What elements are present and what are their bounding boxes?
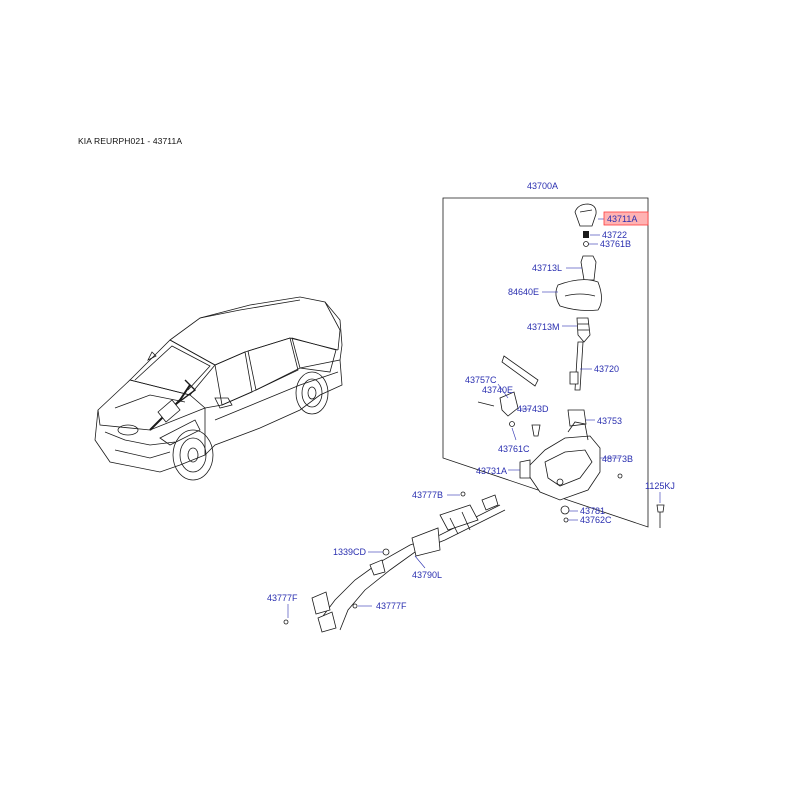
bolt xyxy=(531,424,541,437)
label-clip-b: 48773B xyxy=(602,454,633,464)
label-assembly: 43700A xyxy=(527,181,558,191)
label-cable: 43790L xyxy=(412,570,442,580)
label-bracket-e: 43740E xyxy=(482,385,513,395)
label-nut-781: 43781 xyxy=(580,506,605,516)
label-pin-c: 43761C xyxy=(498,444,530,454)
shift-boot-cover xyxy=(555,279,602,311)
label-lever: 43720 xyxy=(594,364,619,374)
label-bolt-j: 1125KJ xyxy=(645,481,675,491)
nut xyxy=(560,505,570,523)
highlight-box xyxy=(603,211,649,226)
cable-assembly xyxy=(283,491,506,633)
label-cover: 84640E xyxy=(508,287,539,297)
shift-lever xyxy=(569,341,584,391)
pin xyxy=(583,241,589,247)
bushing xyxy=(567,409,587,427)
shift-knob xyxy=(574,203,597,227)
spring xyxy=(583,231,589,238)
boot-upper xyxy=(580,255,597,281)
car-illustration xyxy=(94,296,343,481)
label-bracket-c: 43757C xyxy=(465,375,497,385)
boot-middle xyxy=(576,317,591,343)
shifter-base xyxy=(519,421,623,501)
diagram-title: KIA REURPH021 - 43711A xyxy=(78,136,183,146)
bolt-j xyxy=(656,504,665,528)
label-boot-l: 43713L xyxy=(532,263,562,273)
label-bushing: 43753 xyxy=(597,416,622,426)
label-boot-m: 43713M xyxy=(527,322,560,332)
label-clip-777b: 43777B xyxy=(412,490,443,500)
label-bolt-d: 43743D xyxy=(517,404,549,414)
label-knob-highlighted: 43711A xyxy=(607,214,637,224)
label-base: 43731A xyxy=(476,466,507,476)
label-pin-762c: 43762C xyxy=(580,515,612,525)
bracket xyxy=(477,355,539,427)
assembly-boundary xyxy=(442,197,649,528)
part-labels: 43700A 43711A 43722 43761B 43713L 84640E… xyxy=(267,181,675,611)
label-pin-b: 43761B xyxy=(600,239,631,249)
label-bolt-339cd: 1339CD xyxy=(333,547,367,557)
leader-lines xyxy=(287,218,661,618)
label-spring: 43722 xyxy=(602,230,627,240)
label-clip-777f-left: 43777F xyxy=(267,593,298,603)
label-clip-777f-right: 43777F xyxy=(376,601,407,611)
